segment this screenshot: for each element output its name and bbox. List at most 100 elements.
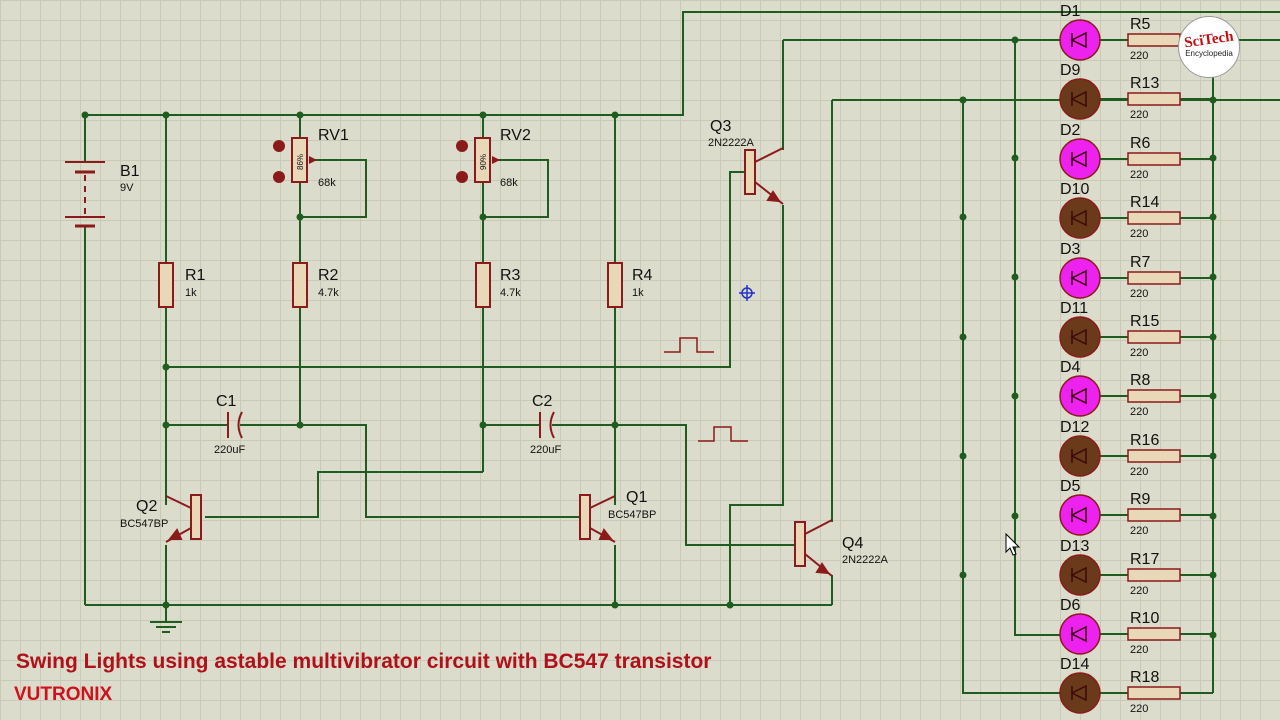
led-diode[interactable]	[1059, 494, 1101, 536]
led-diode[interactable]	[1059, 78, 1101, 120]
led-resistor-ref-label: R8	[1130, 372, 1151, 389]
led-diode[interactable]	[1059, 197, 1101, 239]
transistor-q3[interactable]	[744, 147, 784, 205]
transistor-q4[interactable]	[794, 519, 833, 577]
led-resistor[interactable]	[1127, 389, 1181, 403]
pulse-probe-upper[interactable]	[664, 337, 714, 353]
battery-b1[interactable]	[65, 161, 105, 228]
capacitor-c1[interactable]	[227, 411, 243, 439]
r1-value-label: 1k	[185, 287, 197, 299]
led-resistor-value-label: 220	[1130, 406, 1148, 418]
led-ref-label: D9	[1060, 62, 1081, 79]
resistor-r3[interactable]	[475, 262, 491, 308]
q3-ref-label: Q3	[710, 118, 731, 135]
led-ref-label: D2	[1060, 122, 1081, 139]
led-resistor[interactable]	[1127, 508, 1181, 522]
led-array: D1R5220D9R13220D2R6220D10R14220D3R7220D1…	[1059, 3, 1213, 715]
led-resistor-value-label: 220	[1130, 109, 1148, 121]
capacitor-c2[interactable]	[539, 411, 555, 439]
r2-ref-label: R2	[318, 267, 339, 284]
pulse-probe-lower[interactable]	[698, 426, 748, 442]
led-diode[interactable]	[1059, 19, 1101, 61]
mouse-pointer-icon	[1005, 532, 1021, 556]
led-diode[interactable]	[1059, 316, 1101, 358]
b1-value-label: 9V	[120, 182, 134, 194]
transistor-q1[interactable]	[579, 494, 616, 543]
led-resistor[interactable]	[1127, 271, 1181, 285]
crosshair-icon	[739, 285, 755, 301]
r4-value-label: 1k	[632, 287, 644, 299]
diode-symbol-icon	[1070, 684, 1087, 702]
led-resistor[interactable]	[1127, 33, 1181, 47]
led-resistor-value-label: 220	[1130, 347, 1148, 359]
caption-text: Swing Lights using astable multivibrator…	[16, 650, 712, 673]
led-resistor-ref-label: R9	[1130, 491, 1151, 508]
led-resistor-ref-label: R17	[1130, 551, 1159, 568]
led-resistor[interactable]	[1127, 152, 1181, 166]
q3-value-label: 2N2222A	[708, 137, 755, 149]
diode-symbol-icon	[1070, 150, 1087, 168]
scitech-logo: SciTech Encyclopedia	[1178, 16, 1240, 78]
potentiometer-rv1[interactable]	[273, 137, 317, 183]
q1-value-label: BC547BP	[608, 509, 656, 521]
led-ref-label: D14	[1060, 656, 1089, 673]
led-resistor-ref-label: R16	[1130, 432, 1159, 449]
rv2-percent-label: 90%	[479, 154, 488, 170]
resistor-r1[interactable]	[158, 262, 174, 308]
resistor-r4[interactable]	[607, 262, 623, 308]
c1-value-label: 220uF	[214, 444, 245, 456]
led-diode[interactable]	[1059, 554, 1101, 596]
brand-text: VUTRONIX	[14, 684, 113, 705]
led-diode[interactable]	[1059, 435, 1101, 477]
led-diode[interactable]	[1059, 138, 1101, 180]
led-diode[interactable]	[1059, 257, 1101, 299]
led-resistor-ref-label: R18	[1130, 669, 1159, 686]
rv2-ref-label: RV2	[500, 127, 531, 144]
diode-symbol-icon	[1070, 90, 1087, 108]
r3-value-label: 4.7k	[500, 287, 521, 299]
ground-symbol	[150, 621, 182, 633]
rv1-ref-label: RV1	[318, 127, 349, 144]
led-resistor-value-label: 220	[1130, 466, 1148, 478]
led-resistor[interactable]	[1127, 568, 1181, 582]
led-diode[interactable]	[1059, 613, 1101, 655]
wires	[84, 11, 1280, 694]
q4-ref-label: Q4	[842, 535, 863, 552]
led-resistor-value-label: 220	[1130, 703, 1148, 715]
diode-symbol-icon	[1070, 31, 1087, 49]
b1-ref-label: B1	[120, 163, 140, 180]
led-resistor-value-label: 220	[1130, 50, 1148, 62]
led-resistor-ref-label: R13	[1130, 75, 1159, 92]
led-resistor-value-label: 220	[1130, 169, 1148, 181]
led-resistor[interactable]	[1127, 627, 1181, 641]
r1-ref-label: R1	[185, 267, 206, 284]
led-resistor-value-label: 220	[1130, 525, 1148, 537]
q4-value-label: 2N2222A	[842, 554, 889, 566]
led-resistor[interactable]	[1127, 92, 1181, 106]
potentiometer-rv2[interactable]	[456, 137, 500, 183]
led-resistor[interactable]	[1127, 686, 1181, 700]
diode-symbol-icon	[1070, 447, 1087, 465]
diode-symbol-icon	[1070, 625, 1087, 643]
led-resistor[interactable]	[1127, 449, 1181, 463]
led-diode[interactable]	[1059, 672, 1101, 714]
led-resistor[interactable]	[1127, 330, 1181, 344]
led-diode[interactable]	[1059, 375, 1101, 417]
diode-symbol-icon	[1070, 269, 1087, 287]
resistor-r2[interactable]	[292, 262, 308, 308]
transistor-q2[interactable]	[165, 494, 202, 543]
led-resistor[interactable]	[1127, 211, 1181, 225]
led-resistor-value-label: 220	[1130, 585, 1148, 597]
